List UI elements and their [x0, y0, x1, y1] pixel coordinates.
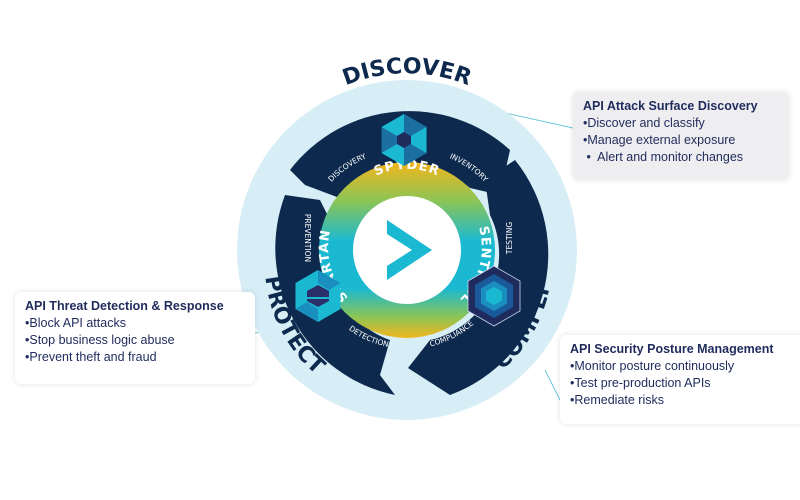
ring-label-testing: TESTING	[505, 222, 514, 255]
hexagon-nested-icon	[467, 265, 521, 327]
hexagon-cube-icon	[295, 270, 341, 322]
core-center	[353, 196, 461, 304]
callout-item: •Prevent theft and fraud	[25, 350, 157, 364]
callout-item: • Alert and monitor changes	[583, 150, 744, 164]
ring-label-prevention: PREVENTION	[303, 214, 312, 262]
connector-comply	[544, 369, 561, 401]
callout-title: API Security Posture Management	[570, 342, 774, 356]
hexagon-star-icon	[381, 114, 427, 166]
callout-item: •Manage external exposure	[583, 133, 736, 147]
callout-api-threat-detection-response: API Threat Detection & Response •Block A…	[15, 292, 255, 384]
callout-api-attack-surface-discovery: API Attack Surface Discovery •Discover a…	[573, 92, 789, 180]
callout-title: API Attack Surface Discovery	[583, 99, 758, 113]
callout-api-security-posture-management: API Security Posture Management •Monitor…	[560, 335, 800, 424]
callout-item: •Stop business logic abuse	[25, 333, 175, 347]
ring-segment-comply	[408, 160, 549, 395]
callout-item: •Monitor posture continuously	[570, 359, 735, 373]
product-label-spyder: SPYDER	[372, 158, 442, 180]
connector-discover	[504, 112, 574, 129]
callout-item: •Discover and classify	[583, 116, 705, 130]
callout-item: •Remediate risks	[570, 393, 664, 407]
play-arrow-logo	[387, 220, 432, 280]
callout-item: •Test pre-production APIs	[570, 376, 711, 390]
callout-item: •Block API attacks	[25, 316, 126, 330]
callout-title: API Threat Detection & Response	[25, 299, 224, 313]
